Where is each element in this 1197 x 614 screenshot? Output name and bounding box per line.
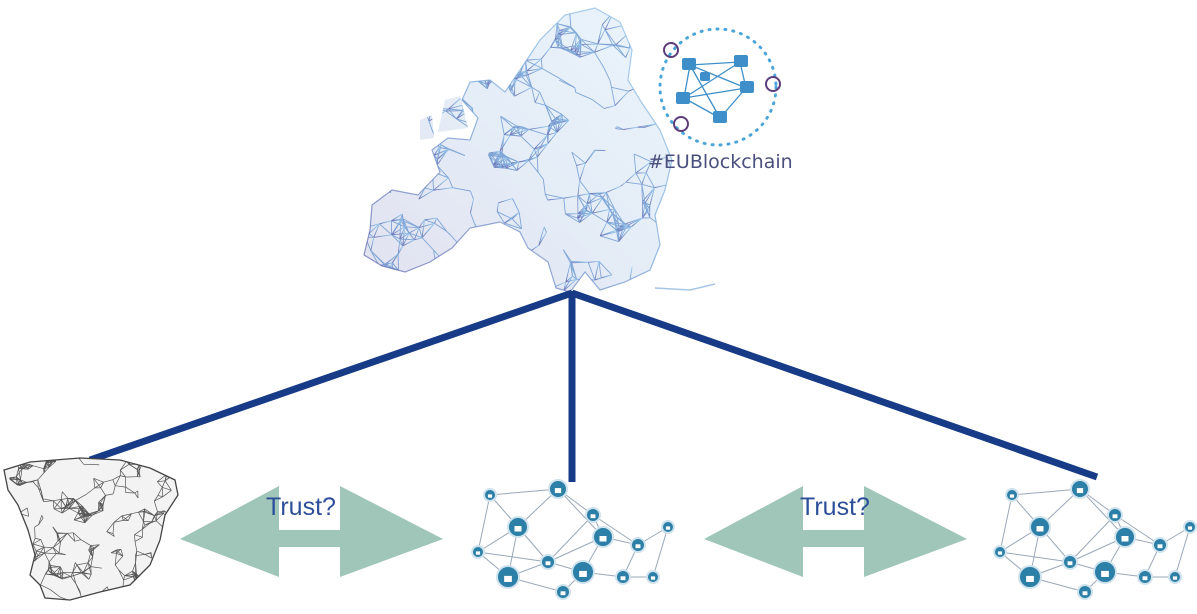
lock-body (620, 576, 626, 581)
network-edge (1011, 488, 1081, 496)
blockchain-network-1 (471, 479, 675, 600)
network-edge (1174, 526, 1191, 578)
lock-body (545, 561, 551, 566)
lock-body (665, 526, 671, 530)
lock-body (1076, 488, 1084, 494)
lock-body (475, 551, 481, 555)
lock-body (635, 544, 641, 549)
network-edge (477, 551, 549, 563)
lock-body (579, 570, 587, 577)
network-edge (489, 488, 559, 496)
lock-body (1142, 576, 1148, 581)
lock-body (560, 591, 566, 596)
lock-body (1112, 514, 1118, 519)
lock-body (1101, 570, 1109, 577)
lock-body (1172, 576, 1178, 580)
network-edge (1069, 514, 1116, 563)
blockchain-network-2 (993, 479, 1197, 600)
lock-body (1009, 494, 1015, 498)
spain-map (3, 457, 179, 601)
badge-network-icon (683, 61, 747, 119)
lock-body (590, 514, 596, 519)
lock-body (514, 526, 522, 532)
lock-body (1121, 536, 1129, 542)
trust-label-2: Trust? (800, 493, 870, 521)
network-edge (477, 494, 491, 553)
double-arrow-icon (180, 486, 443, 577)
trust-label-1: Trust? (266, 493, 336, 521)
lock-body (1157, 544, 1163, 549)
lock-body (1067, 561, 1073, 566)
network-edge (652, 526, 669, 578)
eu-blockchain-hashtag: #EUBlockchain (648, 151, 793, 173)
lock-body (1187, 526, 1193, 530)
lock-body (487, 494, 493, 498)
network-edge (1114, 514, 1161, 546)
double-arrow-icon (704, 486, 967, 577)
connector-to-spain (88, 289, 574, 464)
network-edge (547, 514, 594, 563)
badge-speech-bubble-icon (663, 42, 781, 132)
lock-body (599, 536, 607, 542)
lock-body (997, 551, 1003, 555)
hierarchy-connectors (88, 289, 1099, 482)
network-edge (999, 494, 1013, 553)
network-edge (592, 514, 639, 546)
trust-arrow-1: Trust? (180, 486, 443, 577)
eu-blockchain-badge: #EUBlockchain (648, 27, 793, 173)
network-edge (999, 551, 1071, 563)
lock-body (1082, 591, 1088, 596)
lock-body (1026, 575, 1034, 582)
badge-dotted-ring (658, 27, 778, 147)
trust-arrow-2: Trust? (704, 486, 967, 577)
lock-body (1036, 526, 1044, 532)
connector-to-network-2 (570, 289, 1099, 481)
lock-body (554, 488, 562, 494)
lock-body (504, 575, 512, 582)
lock-body (650, 576, 656, 580)
